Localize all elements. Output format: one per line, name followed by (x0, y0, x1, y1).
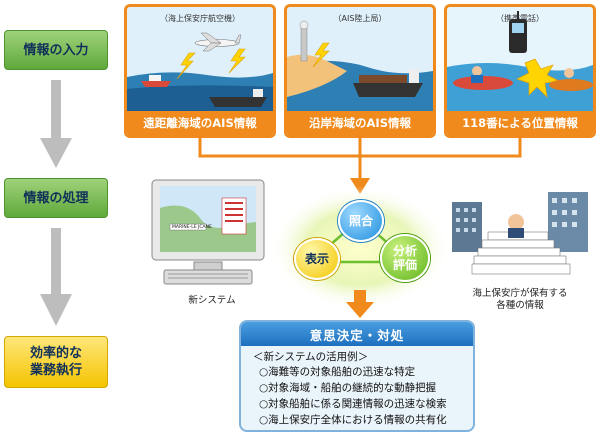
computer-monitor-image (151, 179, 265, 285)
node-display: 表示 (294, 238, 340, 280)
panel-land-station: （AIS陸上局） 沿岸海域のAIS情報 (284, 4, 436, 138)
panel-aircraft-caption: 遠距離海域のAIS情報 (127, 111, 273, 135)
decision-list: ○海難等の対象船舶の迅速な特定 ○対象海域・船舶の継続的な動静把握 ○対象船舶に… (259, 364, 447, 428)
decision-title: ＜新システムの活用例＞ (253, 351, 369, 363)
down-arrow-2 (40, 228, 72, 326)
agency-buildings-image (452, 192, 588, 275)
node-matching: 照合 (338, 200, 384, 242)
node-analysis: 分析 評価 (380, 234, 430, 282)
node-analysis-label: 分析 評価 (392, 244, 417, 272)
stage-process-label: 情報の処理 (23, 190, 89, 206)
stage-input-label: 情報の入力 (23, 42, 89, 58)
panel-land-station-sub: （AIS陸上局） (333, 14, 387, 23)
panel-aircraft: （海上保安庁航空機） 遠距離海域のAIS情報 (124, 4, 276, 138)
monitor-screen-label: MARINE-LE JCANE (172, 225, 212, 230)
panel-mobile-phone-caption: 118番による位置情報 (447, 111, 593, 135)
aircraft-scene-image (127, 7, 273, 117)
panel-mobile-phone: （携帯電話） 118番による位置情報 (444, 4, 596, 138)
node-matching-label: 照合 (348, 214, 373, 228)
decision-heading: 意思決定・対処 (241, 322, 473, 346)
stage-execution-label: 効率的な 業務執行 (29, 346, 82, 378)
panel-aircraft-sub: （海上保安庁航空機） (160, 14, 240, 23)
list-item: ○海難等の対象船舶の迅速な特定 (259, 366, 416, 378)
list-item: ○海上保安庁全体における情報の共有化 (259, 414, 447, 426)
stage-process: 情報の処理 (4, 178, 108, 218)
agency-info-label: 海上保安庁が保有する 各種の情報 (472, 288, 568, 311)
stage-execution: 効率的な 業務執行 (4, 336, 108, 388)
list-item: ○対象船舶に係る関連情報の迅速な検索 (259, 398, 447, 410)
panel-mobile-phone-sub: （携帯電話） (496, 14, 544, 23)
node-display-label: 表示 (304, 252, 329, 266)
land-station-scene-image (287, 7, 433, 117)
down-arrow-1 (40, 80, 72, 168)
decision-box: 意思決定・対処 ＜新システムの活用例＞ ○海難等の対象船舶の迅速な特定 ○対象海… (239, 320, 475, 432)
panel-land-station-caption: 沿岸海域のAIS情報 (287, 111, 433, 135)
stage-input: 情報の入力 (4, 30, 108, 70)
list-item: ○対象海域・船舶の継続的な動静把握 (259, 382, 437, 394)
new-system-label: 新システム (188, 295, 236, 306)
mobile-phone-scene-image (447, 7, 593, 117)
